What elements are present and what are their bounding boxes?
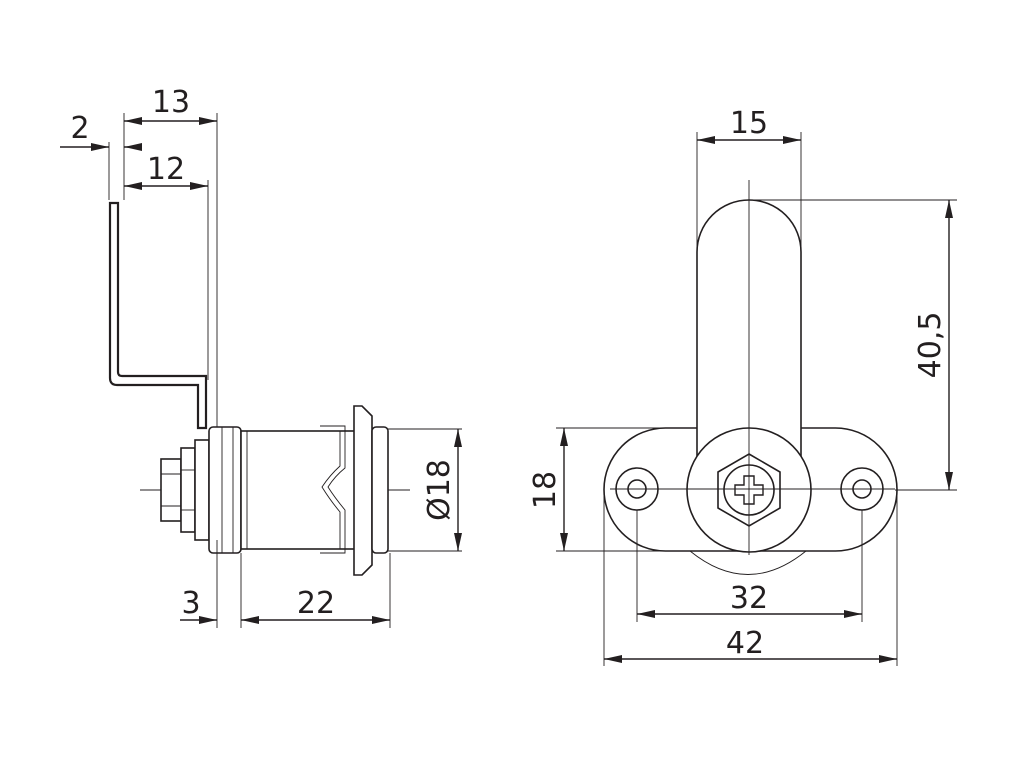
dim-label-15: 15 <box>730 106 768 141</box>
front-ring <box>371 426 389 554</box>
screw-head <box>160 458 182 522</box>
arrowhead <box>454 533 462 551</box>
dim-label-40-5: 40,5 <box>913 312 948 379</box>
arrowhead <box>124 182 142 190</box>
washer <box>194 439 210 541</box>
arrowhead <box>604 655 622 663</box>
dim-label-3: 3 <box>181 586 200 621</box>
lock-body-cylinder <box>240 430 357 550</box>
arrowhead <box>945 200 953 218</box>
front-view: 15 40,5 18 32 42 <box>528 106 957 666</box>
arrowhead <box>879 655 897 663</box>
flange <box>353 405 373 576</box>
spring-clip-inner <box>321 430 341 550</box>
arrowhead <box>190 182 208 190</box>
dim-label-32: 32 <box>730 581 768 616</box>
arrowhead <box>91 143 109 151</box>
dim-label-13: 13 <box>152 85 190 120</box>
arrowhead <box>199 117 217 125</box>
arrowhead <box>844 610 862 618</box>
cam-tongue <box>108 201 208 430</box>
arrowhead <box>199 616 217 624</box>
arrowhead <box>783 136 801 144</box>
side-view: 13 2 12 Ø18 3 22 <box>60 85 462 628</box>
arrowhead <box>124 143 142 151</box>
dim-label-18: 18 <box>528 471 563 509</box>
arrowhead <box>124 117 142 125</box>
spring-clip <box>320 425 346 554</box>
dim-label-diameter-18: Ø18 <box>422 459 457 521</box>
arrowhead <box>372 616 390 624</box>
arrowhead <box>560 533 568 551</box>
lock-body-rear <box>208 426 242 554</box>
dim-label-12: 12 <box>147 152 185 187</box>
phillips-cross-icon <box>734 475 764 505</box>
hex-nut <box>180 447 196 533</box>
cylinder-edge <box>689 550 807 575</box>
arrowhead <box>454 429 462 447</box>
dim-label-42: 42 <box>726 626 764 661</box>
arrowhead <box>945 472 953 490</box>
arrowhead <box>637 610 655 618</box>
arrowhead <box>697 136 715 144</box>
dim-label-2: 2 <box>70 111 89 146</box>
dim-label-22: 22 <box>297 586 335 621</box>
arrowhead <box>560 428 568 446</box>
